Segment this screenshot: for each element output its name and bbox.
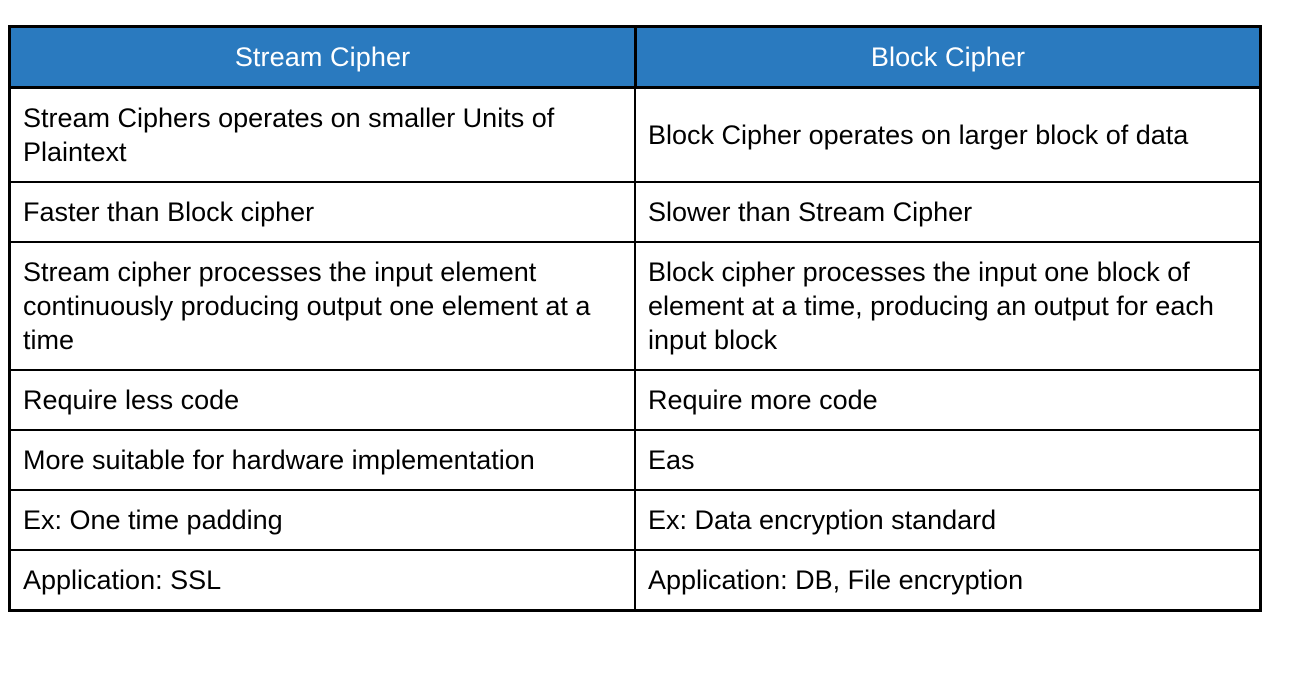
table-header: Stream Cipher Block Cipher <box>8 25 1262 89</box>
cell-text: Require less code <box>23 385 240 415</box>
cell-block-cipher: Require more code <box>636 371 1262 431</box>
cell-stream-cipher: Stream cipher processes the input elemen… <box>8 243 636 371</box>
cell-stream-cipher: More suitable for hardware implementatio… <box>8 431 636 491</box>
cell-block-cipher: Ex: Data encryption standard <box>636 491 1262 551</box>
table-row: Ex: One time padding Ex: Data encryption… <box>8 491 1262 551</box>
cell-text: More suitable for hardware implementatio… <box>23 445 535 475</box>
cell-stream-cipher: Application: SSL <box>8 551 636 612</box>
cell-block-cipher: Block Cipher operates on larger block of… <box>636 89 1262 183</box>
cell-text: Stream cipher processes the input elemen… <box>23 257 591 355</box>
cell-stream-cipher: Stream Ciphers operates on smaller Units… <box>8 89 636 183</box>
cell-stream-cipher: Faster than Block cipher <box>8 183 636 243</box>
cell-block-cipher: Slower than Stream Cipher <box>636 183 1262 243</box>
column-header-stream-cipher: Stream Cipher <box>8 25 636 89</box>
cell-text: Faster than Block cipher <box>23 197 315 227</box>
table-row: More suitable for hardware implementatio… <box>8 431 1262 491</box>
table-row: Application: SSL Application: DB, File e… <box>8 551 1262 612</box>
cell-stream-cipher: Ex: One time padding <box>8 491 636 551</box>
cell-text: Block cipher processes the input one blo… <box>648 257 1214 355</box>
table-header-row: Stream Cipher Block Cipher <box>8 25 1262 89</box>
cell-text: Block Cipher operates on larger block of… <box>648 120 1189 150</box>
cell-block-cipher: Application: DB, File encryption <box>636 551 1262 612</box>
cell-text: Eas <box>648 445 695 475</box>
table-row: Faster than Block cipher Slower than Str… <box>8 183 1262 243</box>
cipher-comparison-table: Stream Cipher Block Cipher Stream Cipher… <box>8 25 1262 612</box>
cell-text: Ex: One time padding <box>23 505 283 535</box>
cell-text: Application: DB, File encryption <box>648 565 1024 595</box>
table-row: Stream cipher processes the input elemen… <box>8 243 1262 371</box>
cell-block-cipher: Eas <box>636 431 1262 491</box>
table-body: Stream Ciphers operates on smaller Units… <box>8 89 1262 612</box>
column-header-block-cipher: Block Cipher <box>636 25 1262 89</box>
cell-stream-cipher: Require less code <box>8 371 636 431</box>
cell-text: Require more code <box>648 385 878 415</box>
cell-text: Application: SSL <box>23 565 222 595</box>
cell-text: Slower than Stream Cipher <box>648 197 973 227</box>
cell-text: Stream Ciphers operates on smaller Units… <box>23 103 555 167</box>
table-row: Require less code Require more code <box>8 371 1262 431</box>
cell-text: Ex: Data encryption standard <box>648 505 997 535</box>
table-row: Stream Ciphers operates on smaller Units… <box>8 89 1262 183</box>
cell-block-cipher: Block cipher processes the input one blo… <box>636 243 1262 371</box>
